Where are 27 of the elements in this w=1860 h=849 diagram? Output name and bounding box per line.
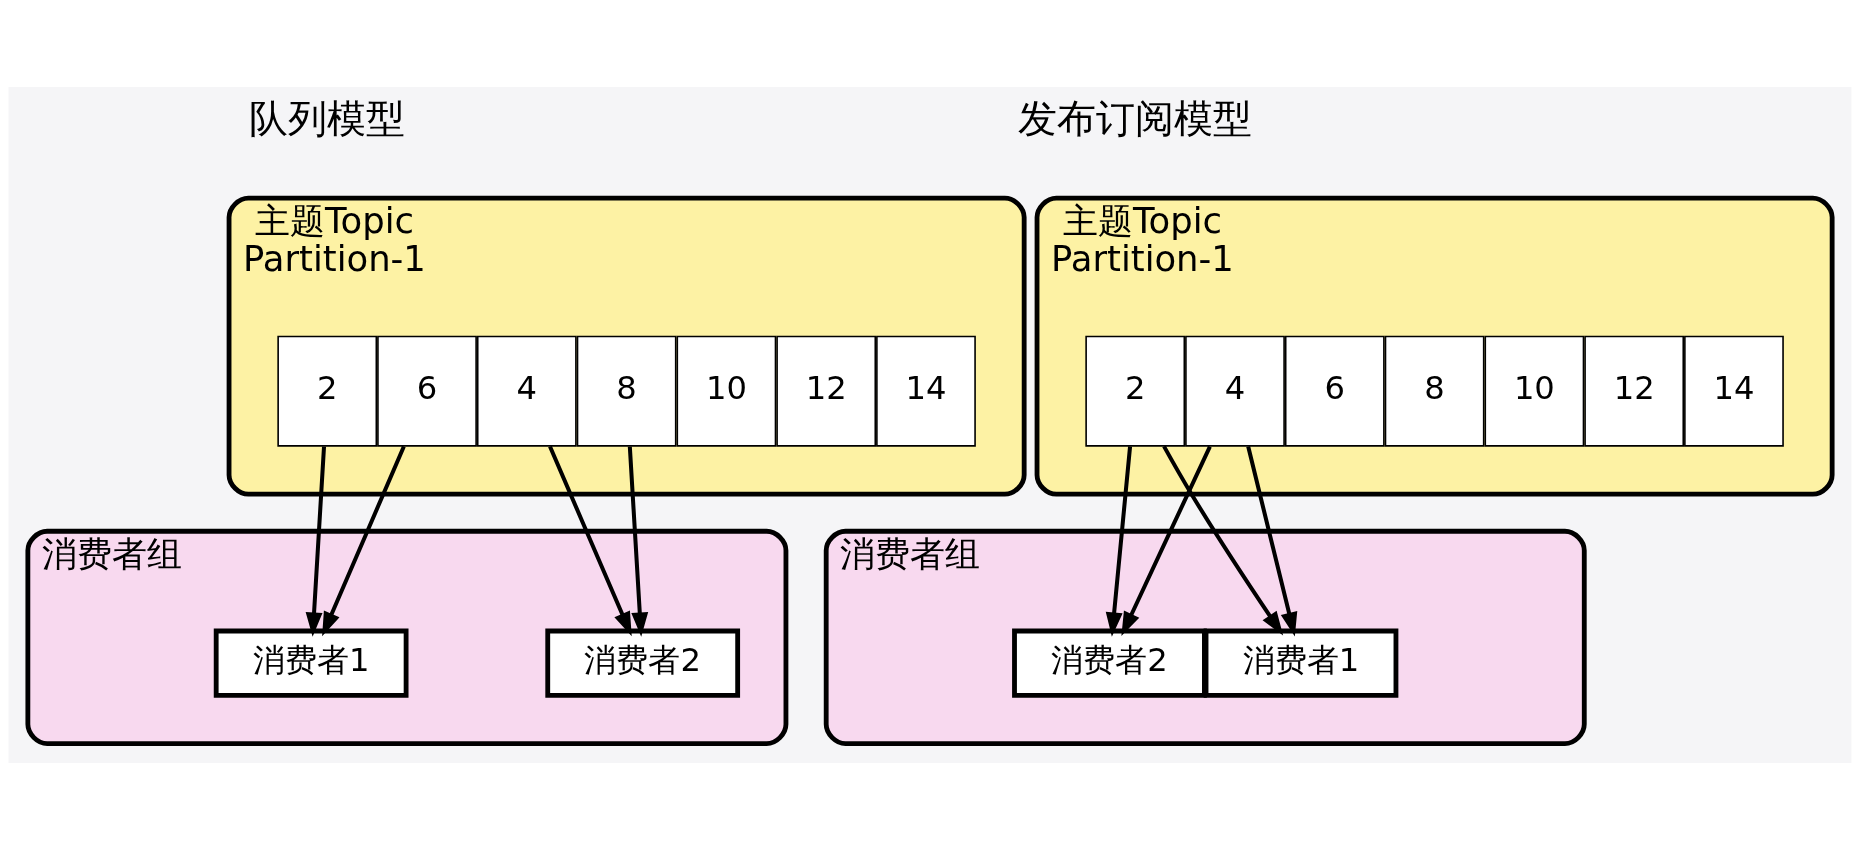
node-box: 12: [776, 335, 877, 447]
arrow: [1121, 445, 1212, 636]
arrow: [1105, 445, 1133, 637]
label: 队列模型: [249, 95, 406, 141]
node-box: 消费者2: [1012, 628, 1207, 698]
arrow: [627, 445, 649, 637]
node-box: 14: [876, 335, 976, 447]
node-box: 10: [1484, 335, 1585, 447]
node-box: 2: [277, 335, 378, 447]
arrow: [322, 445, 406, 636]
arrow: [1246, 445, 1298, 636]
node-box: 4: [476, 335, 577, 447]
node-box: 8: [576, 335, 677, 447]
label: 发布订阅模型: [1018, 95, 1253, 141]
arrow: [548, 445, 632, 636]
node-box: 14: [1684, 335, 1784, 447]
arrow: [1162, 444, 1284, 636]
arrow: [305, 445, 326, 637]
node-box: 8: [1384, 335, 1485, 447]
node-box: 2: [1085, 335, 1186, 447]
node-box: 4: [1185, 335, 1285, 447]
node-box: 10: [676, 335, 777, 447]
node-box: 6: [1284, 335, 1385, 447]
node-box: 6: [377, 335, 477, 447]
node-box: 消费者2: [545, 628, 741, 698]
node-box: 12: [1584, 335, 1685, 447]
node-box: 消费者1: [213, 628, 409, 698]
